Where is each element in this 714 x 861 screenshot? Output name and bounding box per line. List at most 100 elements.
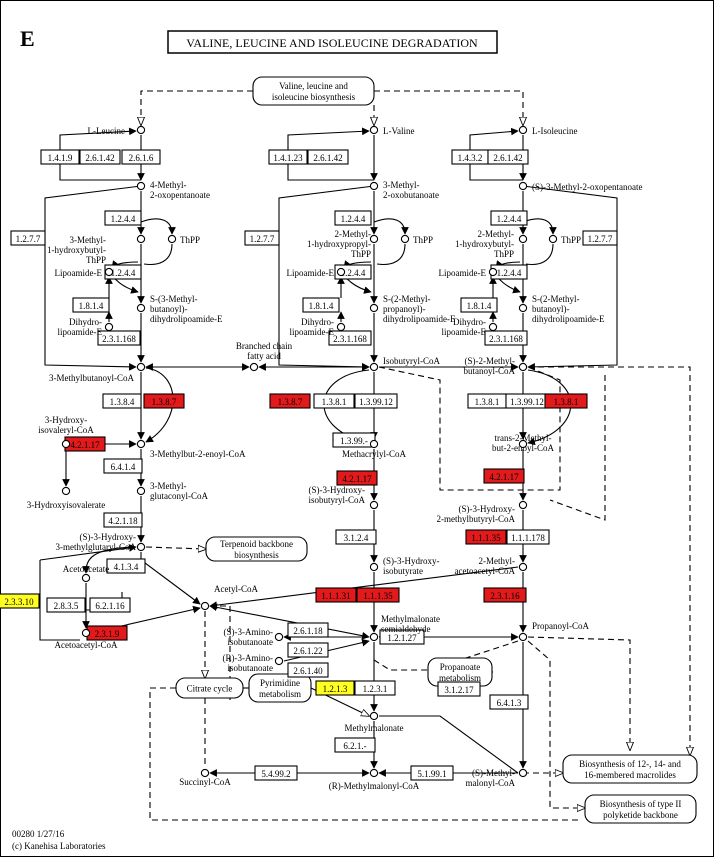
pathway-box-citrate[interactable] — [175, 677, 244, 699]
compound-node-sm2op[interactable] — [518, 181, 528, 191]
enzyme-box-e19[interactable] — [582, 230, 618, 246]
enzyme-box-e21[interactable] — [460, 297, 498, 313]
enzyme-box-e57[interactable] — [254, 765, 298, 781]
compound-node-macaccoa[interactable] — [518, 562, 528, 572]
enzyme-box-e56[interactable] — [334, 737, 376, 753]
enzyme-box-e16[interactable] — [302, 297, 340, 313]
compound-node-mb2e[interactable] — [136, 439, 146, 449]
enzyme-box-e45[interactable] — [315, 587, 357, 603]
enzyme-box-e9[interactable] — [10, 230, 46, 246]
compound-node-mgcoa[interactable] — [136, 486, 146, 496]
compound-node-hmgcoa[interactable] — [136, 542, 146, 552]
compound-node-mbcoa[interactable] — [136, 362, 146, 372]
enzyme-box-e50[interactable] — [287, 662, 329, 678]
pathway-box-polyketide[interactable] — [584, 794, 697, 824]
enzyme-box-e42[interactable] — [46, 597, 86, 613]
compound-node-ile[interactable] — [518, 125, 528, 135]
enzyme-box-e8[interactable] — [104, 210, 142, 226]
compound-node-sbl3[interactable] — [518, 303, 528, 313]
compound-node-hibcoa[interactable] — [369, 500, 379, 510]
compound-node-dhl2[interactable] — [336, 322, 346, 332]
enzyme-box-e12[interactable] — [97, 330, 141, 346]
enzyme-box-e36[interactable] — [103, 512, 143, 528]
enzyme-box-e17[interactable] — [328, 330, 372, 346]
compound-node-lipo2[interactable] — [336, 267, 346, 277]
enzyme-box-e54[interactable] — [437, 681, 481, 697]
enzyme-box-e39[interactable] — [506, 529, 550, 545]
compound-node-val[interactable] — [369, 125, 379, 135]
compound-node-thpp1[interactable] — [167, 234, 177, 244]
enzyme-box-e48[interactable] — [287, 622, 329, 638]
compound-node-hiv[interactable] — [61, 486, 71, 496]
enzyme-box-e43[interactable] — [89, 597, 131, 613]
compound-node-dhl1[interactable] — [104, 322, 114, 332]
enzyme-box-e5[interactable] — [307, 149, 349, 165]
enzyme-box-e22[interactable] — [484, 330, 528, 346]
enzyme-box-e41[interactable] — [0, 593, 40, 609]
enzyme-box-e7[interactable] — [487, 149, 529, 165]
enzyme-box-e11[interactable] — [72, 297, 110, 313]
compound-node-lipo3[interactable] — [488, 267, 498, 277]
compound-node-acaccoa[interactable] — [81, 628, 91, 638]
compound-node-dhl3[interactable] — [488, 322, 498, 332]
compound-node-hmbcoa[interactable] — [518, 500, 528, 510]
compound-node-m2op[interactable] — [136, 181, 146, 191]
enzyme-box-e34[interactable] — [336, 470, 378, 486]
compound-node-leu[interactable] — [136, 125, 146, 135]
enzyme-box-e40[interactable] — [106, 558, 146, 574]
enzyme-box-e24[interactable] — [143, 393, 185, 409]
enzyme-box-e18[interactable] — [490, 210, 528, 226]
compound-node-acac[interactable] — [81, 573, 91, 583]
enzyme-box-e33[interactable] — [103, 458, 143, 474]
compound-node-succoa[interactable] — [200, 768, 210, 778]
compound-node-saib[interactable] — [274, 632, 284, 642]
enzyme-box-e1[interactable] — [40, 149, 80, 165]
enzyme-box-e51[interactable] — [379, 629, 425, 645]
compound-node-thpp2[interactable] — [400, 234, 410, 244]
enzyme-box-e37[interactable] — [335, 529, 377, 545]
compound-node-m2ob[interactable] — [369, 181, 379, 191]
enzyme-box-e55[interactable] — [489, 694, 529, 710]
enzyme-box-e46[interactable] — [356, 587, 400, 603]
compound-node-hivcoa[interactable] — [61, 439, 71, 449]
pathway-box-terpenoid[interactable] — [205, 536, 308, 562]
enzyme-box-e15[interactable] — [334, 264, 372, 280]
compound-node-propcoa[interactable] — [518, 632, 528, 642]
enzyme-box-e25[interactable] — [269, 393, 311, 409]
compound-node-raib[interactable] — [274, 656, 284, 666]
pathway-box-pyrimidine[interactable] — [248, 673, 312, 703]
enzyme-box-e26[interactable] — [313, 393, 355, 409]
enzyme-box-e14[interactable] — [244, 230, 280, 246]
enzyme-box-e49[interactable] — [287, 642, 329, 658]
compound-node-accoa[interactable] — [200, 601, 210, 611]
compound-node-hb2[interactable] — [518, 234, 528, 244]
compound-node-mmsa[interactable] — [369, 632, 379, 642]
enzyme-box-e13[interactable] — [334, 210, 372, 226]
enzyme-box-e38[interactable] — [465, 529, 507, 545]
enzyme-box-e35[interactable] — [483, 468, 525, 484]
compound-node-sbl2[interactable] — [369, 303, 379, 313]
compound-node-mma[interactable] — [369, 711, 379, 721]
enzyme-box-e2[interactable] — [79, 149, 121, 165]
compound-node-hb1[interactable] — [136, 234, 146, 244]
compound-node-thpp3[interactable] — [548, 234, 558, 244]
enzyme-box-e31[interactable] — [544, 393, 588, 409]
compound-node-tmb2e[interactable] — [518, 439, 528, 449]
enzyme-box-e47[interactable] — [483, 587, 527, 603]
enzyme-box-e4[interactable] — [268, 149, 308, 165]
enzyme-box-e53[interactable] — [354, 680, 396, 696]
enzyme-box-e23[interactable] — [102, 393, 142, 409]
enzyme-box-e27[interactable] — [354, 393, 398, 409]
compound-node-macoa[interactable] — [369, 439, 379, 449]
pathway-box-macrolides[interactable] — [562, 754, 698, 784]
enzyme-box-e58[interactable] — [410, 765, 454, 781]
compound-node-rmmcoa[interactable] — [369, 768, 379, 778]
compound-node-ibcoa[interactable] — [369, 362, 379, 372]
compound-node-lipo1[interactable] — [104, 267, 114, 277]
compound-node-smbcoa[interactable] — [518, 362, 528, 372]
compound-node-hib[interactable] — [369, 562, 379, 572]
compound-node-bcfa[interactable] — [249, 362, 259, 372]
enzyme-box-e3[interactable] — [121, 149, 161, 165]
compound-node-sbl1[interactable] — [136, 303, 146, 313]
pathway-box-biosyn[interactable] — [252, 76, 375, 106]
